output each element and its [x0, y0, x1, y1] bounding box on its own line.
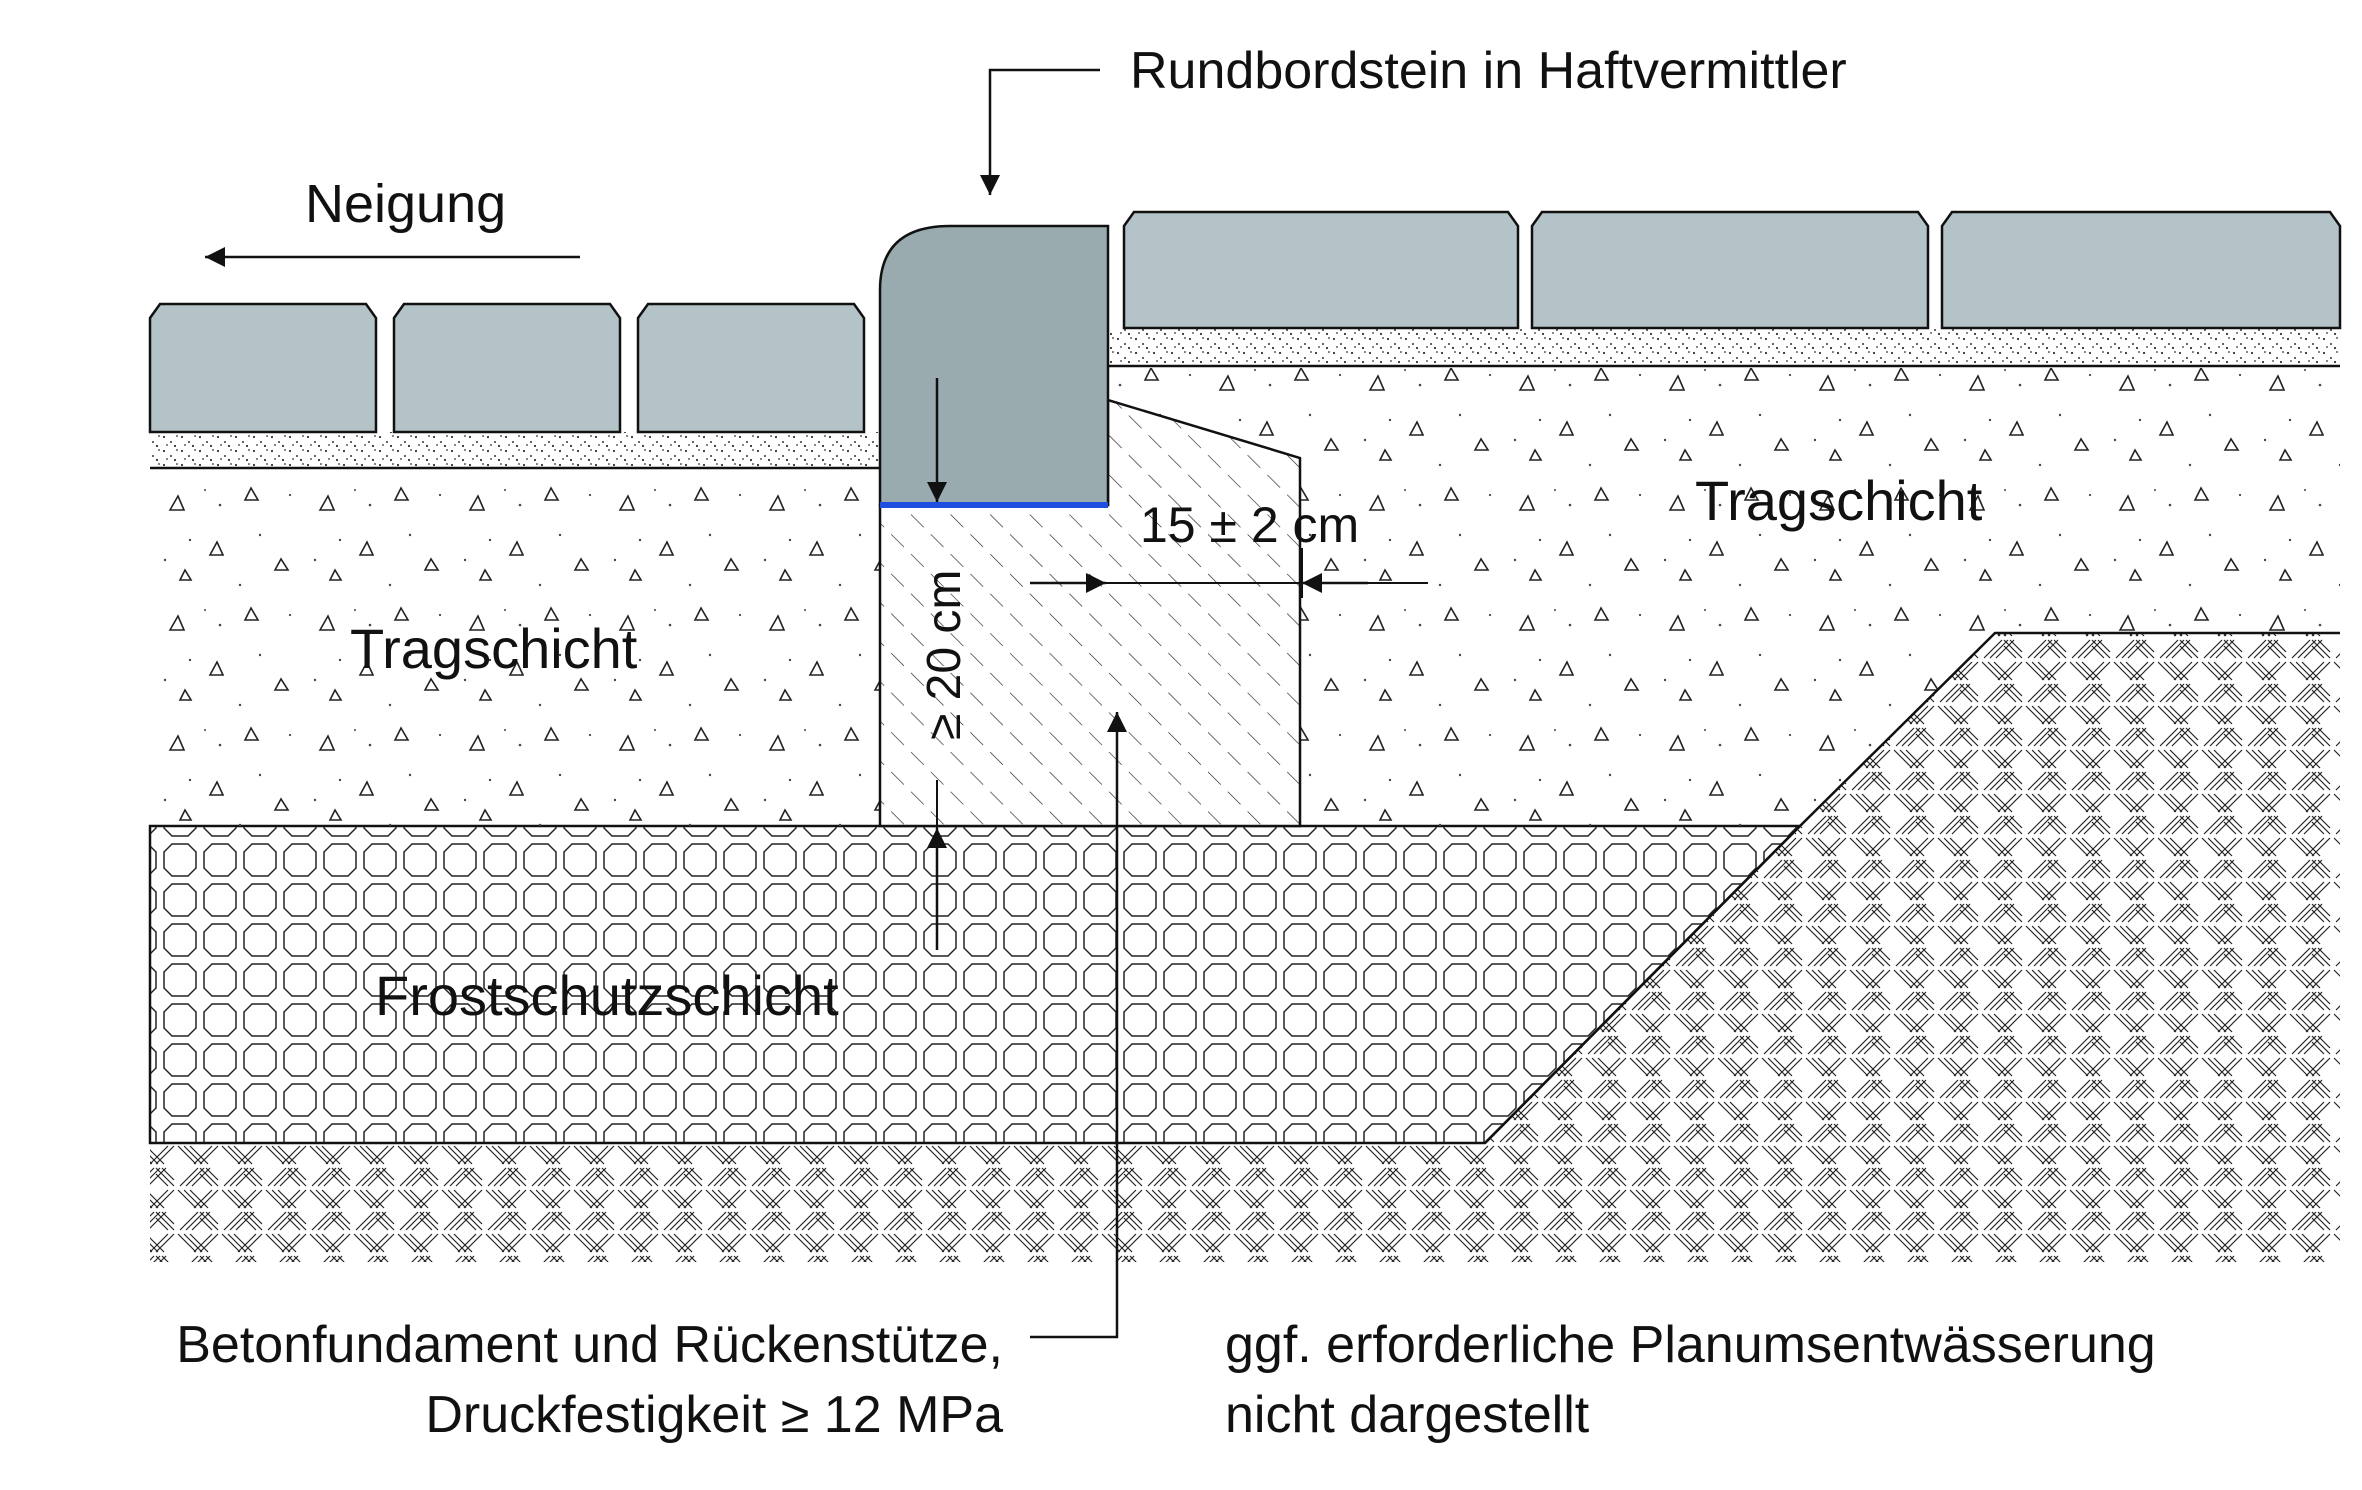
base-layer-right — [1108, 368, 2340, 826]
base-layer-right-label: Tragschicht — [1695, 469, 1983, 532]
base-layer-left — [150, 468, 880, 826]
curb-title: Rundbordstein in Haftvermittler — [1130, 42, 1847, 100]
paver — [148, 302, 378, 434]
paver — [1122, 210, 1520, 330]
drainage-note-line2: nicht dargestellt — [1225, 1386, 1590, 1444]
paving-stones-right — [1122, 210, 2342, 330]
drainage-note-line1: ggf. erforderliche Planumsentwässerung — [1225, 1316, 2156, 1374]
bedding-left — [150, 432, 878, 468]
paving-stones-left — [148, 302, 866, 434]
frost-slope-line — [1484, 825, 1801, 1144]
foundation-label-line1: Betonfundament und Rückenstütze, — [176, 1316, 1003, 1374]
foundation-label-line2: Druckfestigkeit ≥ 12 MPa — [425, 1386, 1003, 1444]
round-curb-stone — [878, 224, 1110, 507]
width-dimension: 15 ± 2 cm — [1030, 497, 1428, 598]
paver — [1940, 210, 2342, 330]
base-layer-left-label: Tragschicht — [350, 617, 638, 680]
subgrade-soil — [150, 633, 2340, 1262]
paver — [392, 302, 622, 434]
embankment-line — [1799, 631, 2340, 827]
frost-layer-label: Frostschutzschicht — [375, 964, 839, 1027]
slope-label: Neigung — [305, 174, 506, 234]
width-dimension-label: 15 ± 2 cm — [1140, 497, 1359, 553]
paver — [1530, 210, 1930, 330]
depth-dimension: ≥ 20 cm — [918, 378, 971, 950]
depth-dimension-label: ≥ 20 cm — [918, 570, 971, 740]
curb-leader-arrow — [980, 68, 1100, 195]
foundation-leader-arrow — [1030, 712, 1127, 1339]
paver — [636, 302, 866, 434]
bedding-right — [1110, 328, 2340, 366]
